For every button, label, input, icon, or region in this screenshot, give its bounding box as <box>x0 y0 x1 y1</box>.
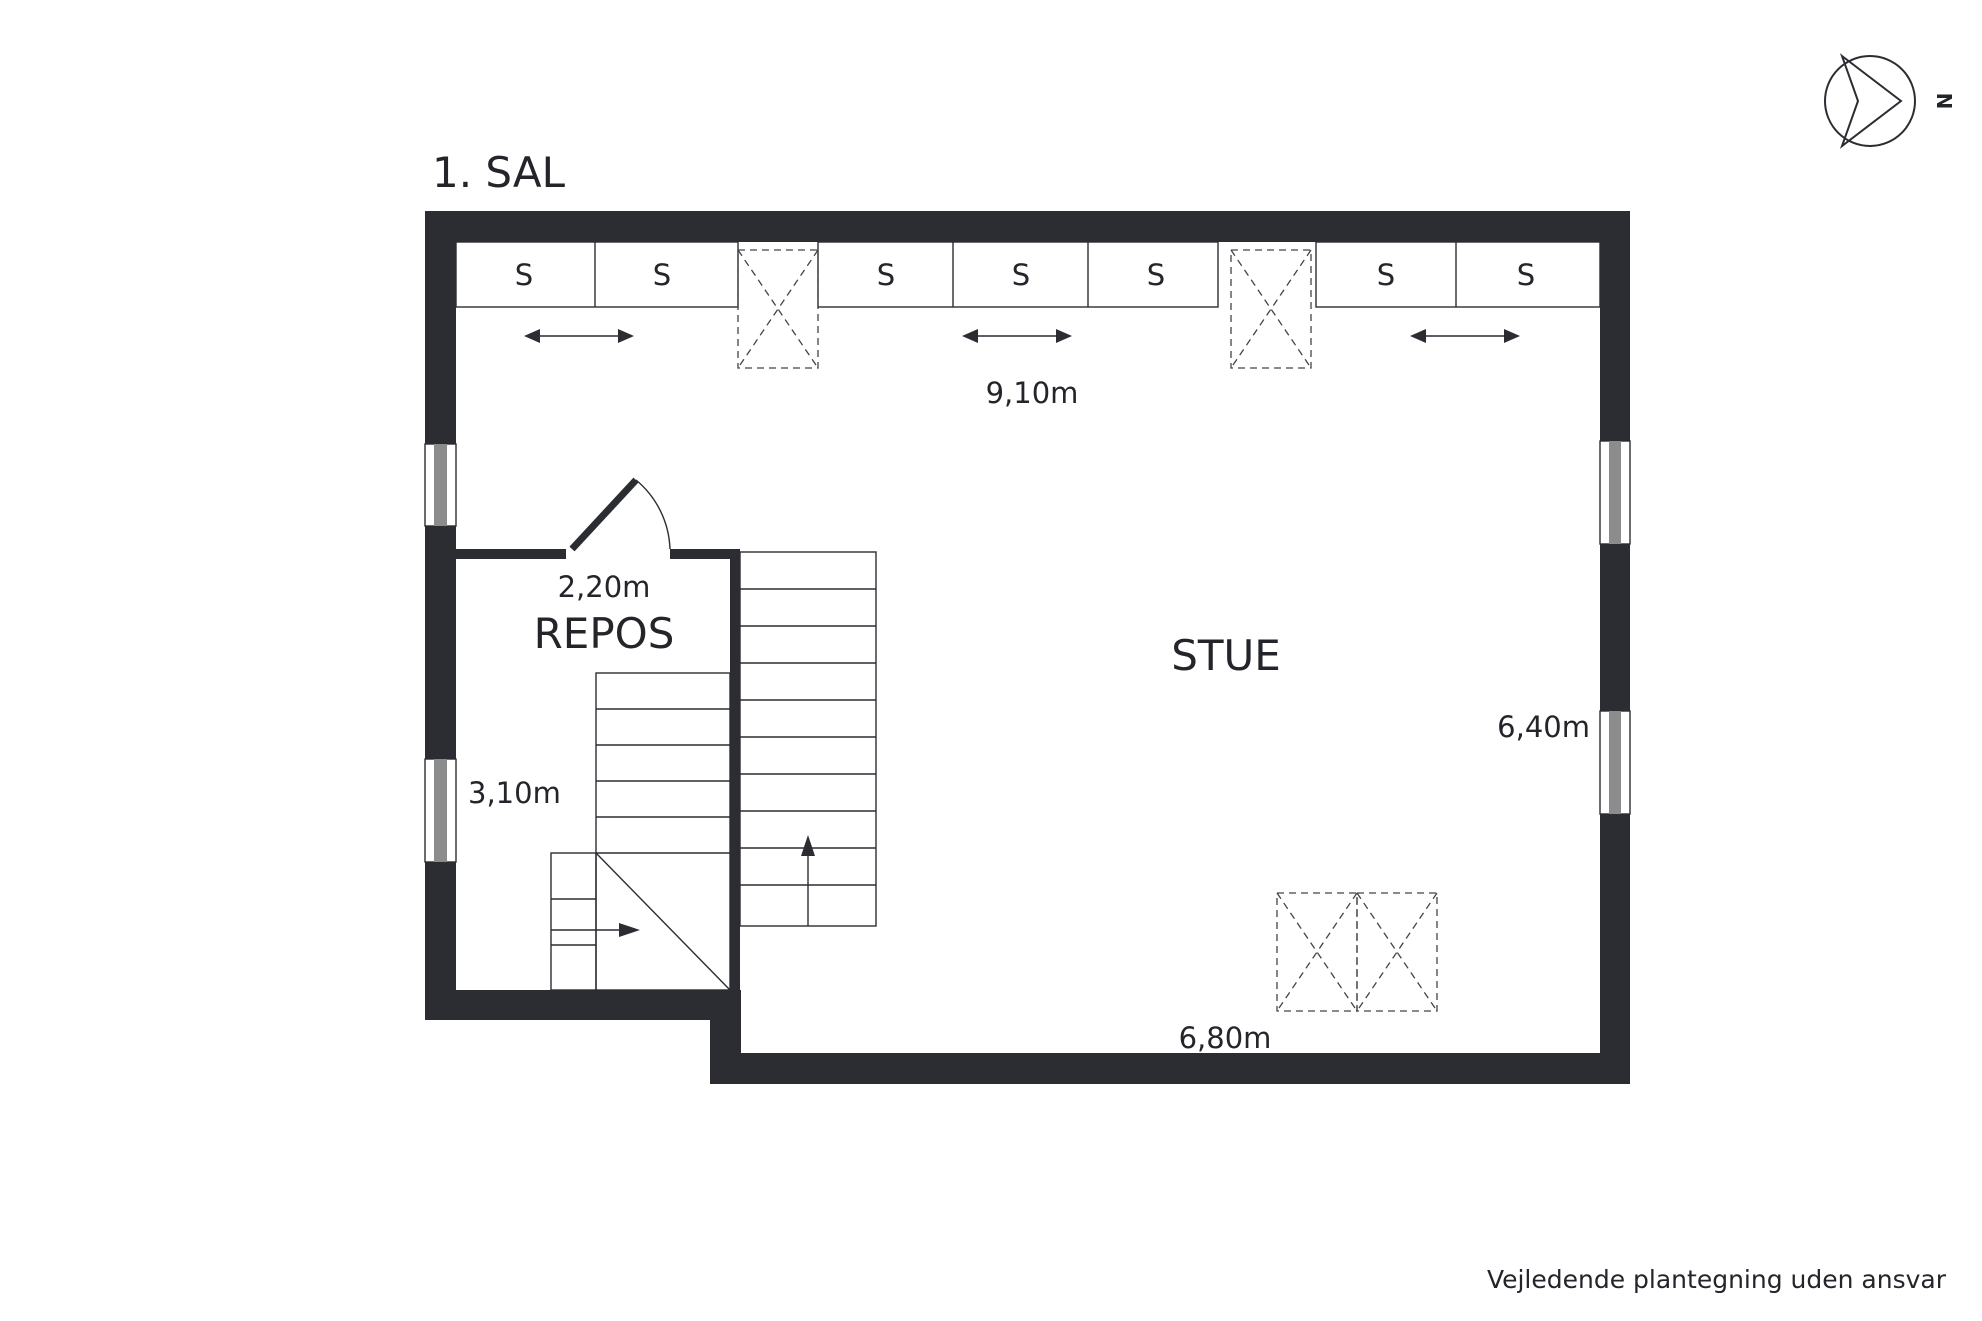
storage-row <box>455 241 1601 308</box>
storage-unit-2 <box>817 241 1219 308</box>
main-staircase <box>739 551 877 927</box>
skylight-top-1 <box>737 249 819 369</box>
storage-labels: S S S S S S S <box>515 258 1535 292</box>
dimension-landing-width: 2,20m <box>558 570 651 604</box>
storage-label: S <box>1012 258 1030 292</box>
window-left-upper <box>424 443 457 527</box>
skylight-bottom-2 <box>1356 892 1438 1012</box>
sliding-arrow-1 <box>524 329 634 343</box>
storage-label: S <box>653 258 671 292</box>
north-compass: N <box>1824 53 1956 149</box>
sliding-arrow-2 <box>962 329 1072 343</box>
window-left-lower <box>424 758 457 863</box>
room-name-stue: STUE <box>1171 631 1281 680</box>
winder-arrow-icon <box>619 923 640 937</box>
storage-label: S <box>1147 258 1165 292</box>
storage-label: S <box>515 258 533 292</box>
storage-label: S <box>1377 258 1395 292</box>
window-right-upper <box>1599 440 1631 545</box>
interior-walls <box>456 549 740 990</box>
dimension-top-width: 9,10m <box>986 376 1079 410</box>
landing-staircase <box>550 672 731 991</box>
landing-door <box>569 477 671 552</box>
room-name-repos: REPOS <box>534 609 675 658</box>
compass-north-label: N <box>1932 93 1956 110</box>
storage-unit-1 <box>455 241 739 308</box>
skylight-top-2 <box>1230 249 1312 369</box>
disclaimer-note: Vejledende plantegning uden ansvar <box>1487 1265 1947 1294</box>
sliding-arrow-3 <box>1410 329 1520 343</box>
dimension-right-height: 6,40m <box>1497 710 1590 744</box>
window-right-lower <box>1599 710 1631 815</box>
stair-up-arrow-icon <box>801 835 815 856</box>
skylight-bottom-1 <box>1276 892 1358 1012</box>
storage-label: S <box>877 258 895 292</box>
dimension-landing-height: 3,10m <box>468 776 561 810</box>
floor-title: 1. SAL <box>432 148 566 197</box>
storage-unit-3 <box>1315 241 1601 308</box>
storage-label: S <box>1517 258 1535 292</box>
dimension-bottom-width: 6,80m <box>1179 1021 1272 1055</box>
exterior-walls <box>425 211 1630 1084</box>
